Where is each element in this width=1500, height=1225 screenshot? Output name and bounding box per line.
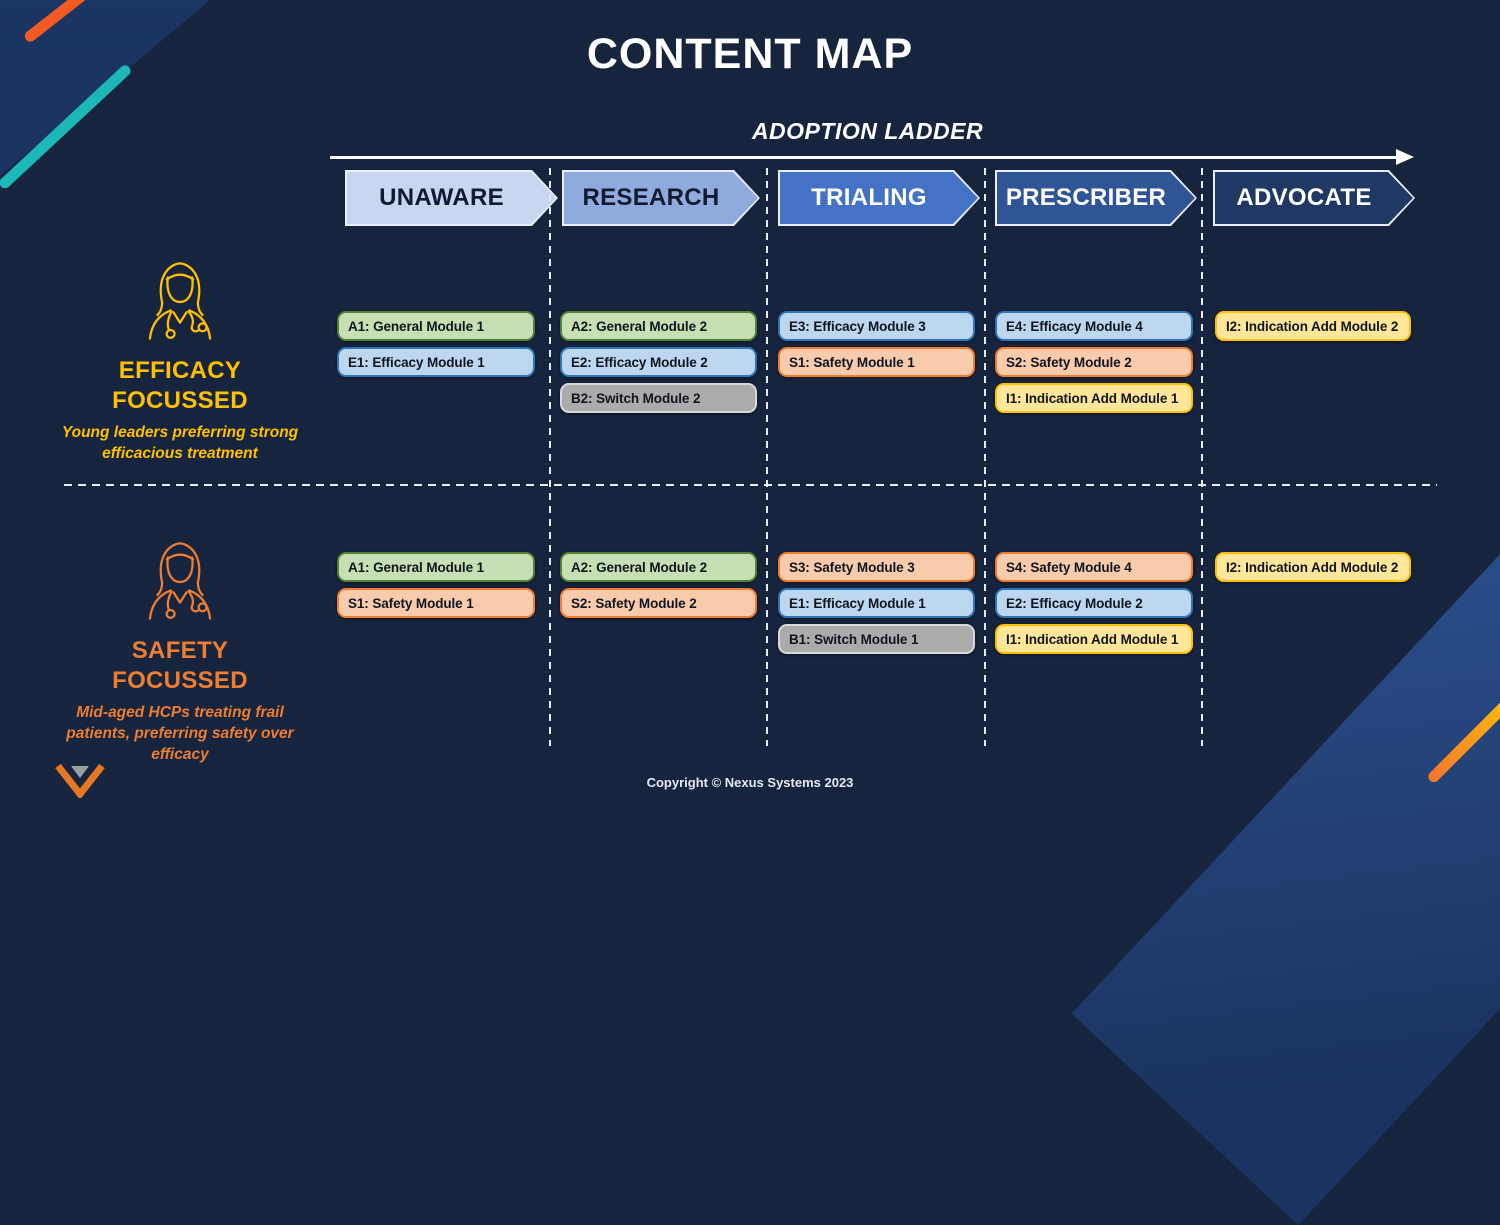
module-chip-general: A2: General Module 2 [560,311,757,341]
module-chip-safety: S1: Safety Module 1 [337,588,535,618]
stage-label: TRIALING [811,184,927,211]
module-chip-efficacy: E2: Efficacy Module 2 [560,347,757,377]
page-title: CONTENT MAP [586,30,914,78]
stage-cell-prescriber: S4: Safety Module 4 E2: Efficacy Module 2… [995,552,1193,660]
module-chip-indication: I2: Indication Add Module 2 [1215,552,1411,582]
adoption-ladder-arrow-line [330,156,1398,159]
persona-subtitle: Young leaders preferring strong efficaci… [61,424,299,462]
module-chip-efficacy: E4: Efficacy Module 4 [995,311,1193,341]
stage-label: UNAWARE [379,184,504,211]
module-chip-general: A1: General Module 1 [337,552,535,582]
module-chip-safety: S2: Safety Module 2 [995,347,1193,377]
stage-cell-advocate: I2: Indication Add Module 2 [1215,552,1411,588]
module-chip-indication: I1: Indication Add Module 1 [995,383,1193,413]
persona-title: SAFETY FOCUSSED [112,637,248,694]
doctor-icon [148,262,212,340]
persona-subtitle: Mid-aged HCPs treating frail patients, p… [66,704,294,763]
stage-cell-research: A2: General Module 2 E2: Efficacy Module … [560,311,757,419]
chevron-fill [564,172,758,224]
stage-label: ADVOCATE [1236,184,1372,211]
module-chip-general: A1: General Module 1 [337,311,535,341]
stage-chevron-research: RESEARCH [562,170,760,226]
stage-cell-unaware: A1: General Module 1 S1: Safety Module 1 [337,552,535,624]
stage-chevron-trialing: TRIALING [778,170,980,226]
stage-label: PRESCRIBER [1005,184,1167,211]
chevron-fill [780,172,978,224]
module-chip-efficacy: E1: Efficacy Module 1 [778,588,975,618]
column-divider [549,168,551,746]
adoption-ladder-label: ADOPTION LADDER [751,118,984,144]
column-divider [766,168,768,746]
module-chip-efficacy: E2: Efficacy Module 2 [995,588,1193,618]
row-divider [64,484,1437,486]
stage-cell-advocate: I2: Indication Add Module 2 [1215,311,1411,347]
chevron-fill [1215,172,1413,224]
module-chip-safety: S1: Safety Module 1 [778,347,975,377]
column-divider [1201,168,1203,746]
persona-safety-focussed: SAFETY FOCUSSED Mid-aged HCPs treating f… [40,534,320,766]
module-chip-safety: S2: Safety Module 2 [560,588,757,618]
stage-cell-trialing: S3: Safety Module 3 E1: Efficacy Module 1… [778,552,975,660]
module-chip-switch: B1: Switch Module 1 [778,624,975,654]
module-chip-general: A2: General Module 2 [560,552,757,582]
module-chip-indication: I2: Indication Add Module 2 [1215,311,1411,341]
column-divider [984,168,986,746]
stage-cell-trialing: E3: Efficacy Module 3 S1: Safety Module 1 [778,311,975,383]
persona-title: EFFICACY FOCUSSED [112,357,248,414]
module-chip-indication: I1: Indication Add Module 1 [995,624,1193,654]
stage-chevron-prescriber: PRESCRIBER [995,170,1197,226]
stage-cell-research: A2: General Module 2 S2: Safety Module 2 [560,552,757,624]
module-chip-switch: B2: Switch Module 2 [560,383,757,413]
chevron-fill [997,172,1195,224]
module-chip-safety: S4: Safety Module 4 [995,552,1193,582]
doctor-icon [148,542,212,620]
arrow-head-icon [1396,149,1414,165]
module-chip-safety: S3: Safety Module 3 [778,552,975,582]
chevron-fill [347,172,556,224]
module-chip-efficacy: E1: Efficacy Module 1 [337,347,535,377]
stage-chevron-unaware: UNAWARE [345,170,558,226]
stage-chevron-advocate: ADVOCATE [1213,170,1415,226]
stage-cell-unaware: A1: General Module 1 E1: Efficacy Module … [337,311,535,383]
stage-label: RESEARCH [582,184,720,211]
persona-efficacy-focussed: EFFICACY FOCUSSED Young leaders preferri… [40,254,320,465]
module-chip-efficacy: E3: Efficacy Module 3 [778,311,975,341]
stage-cell-prescriber: E4: Efficacy Module 4 S2: Safety Module 2… [995,311,1193,419]
